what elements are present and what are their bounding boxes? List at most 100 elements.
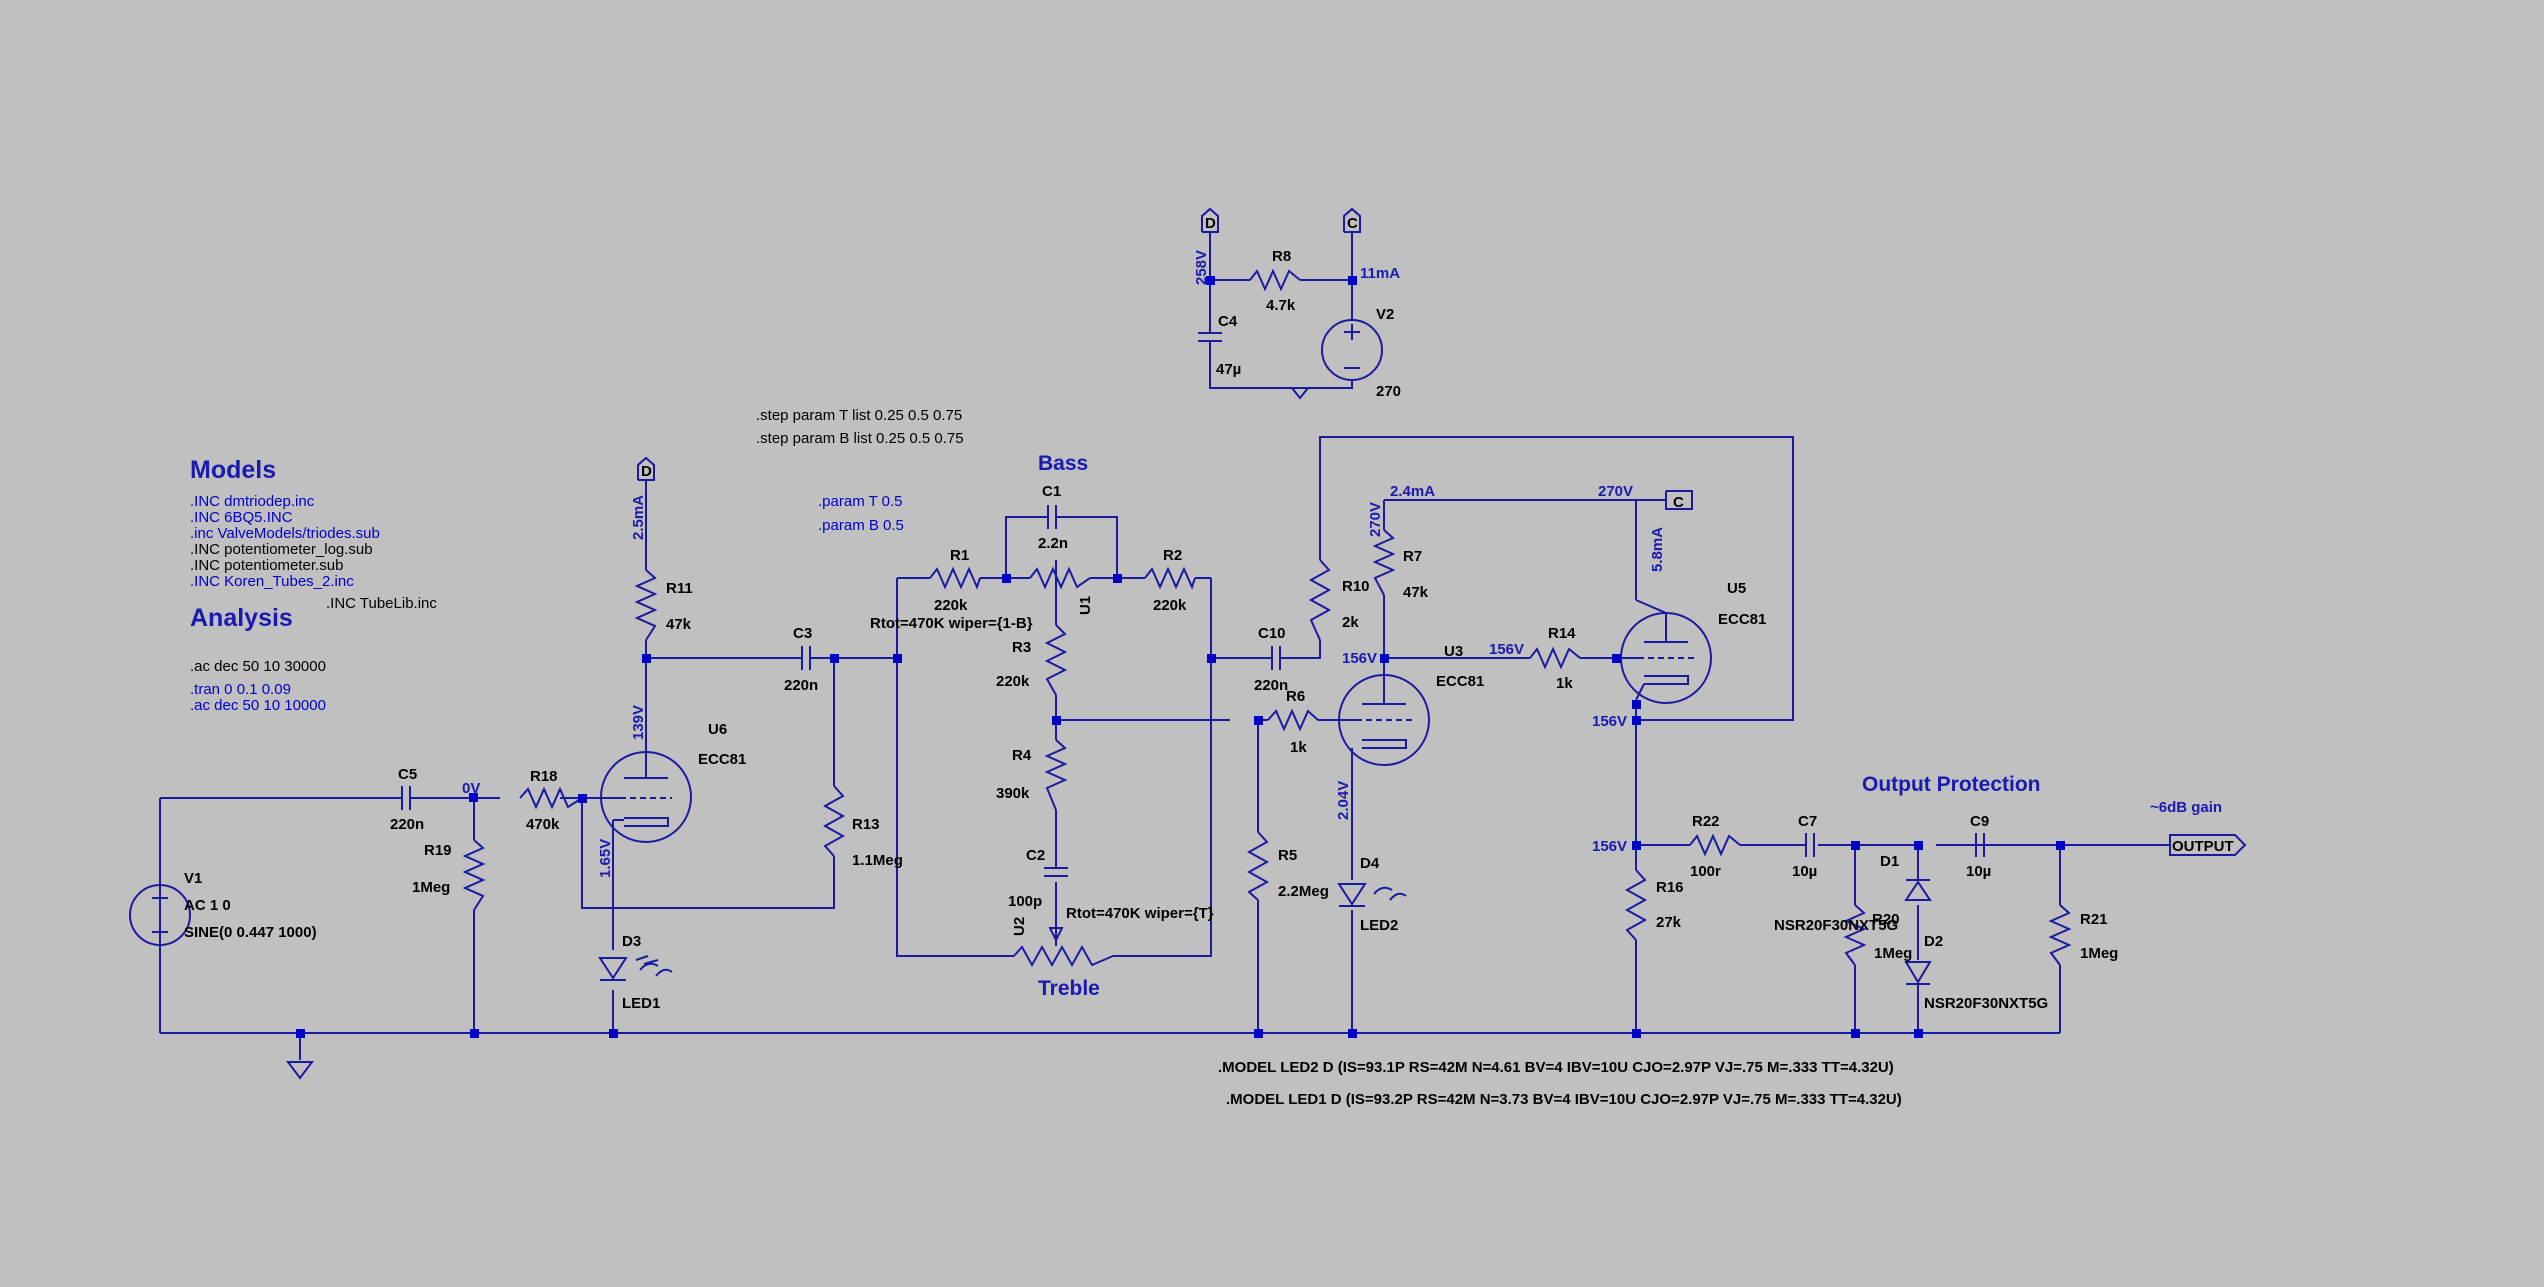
include-line: .INC 6BQ5.INC: [190, 509, 293, 526]
r19-value: 1Meg: [412, 879, 450, 896]
c7-value: 10µ: [1792, 863, 1817, 880]
analysis-cmd: .ac dec 50 10 30000: [190, 658, 326, 675]
c3-ref: C3: [793, 625, 812, 642]
c4-ref: C4: [1218, 313, 1238, 330]
c4-value: 47µ: [1216, 361, 1241, 378]
r6-value: 1k: [1290, 739, 1307, 756]
op-voltage: 0V: [462, 780, 480, 797]
u6-value: ECC81: [698, 751, 746, 768]
r13-value: 1.1Meg: [852, 852, 903, 869]
r3-ref: R3: [1012, 639, 1031, 656]
diodes: [598, 879, 1932, 985]
r18-ref: R18: [530, 768, 558, 785]
op-voltage: 156V: [1592, 713, 1627, 730]
r7-body: [1372, 529, 1396, 596]
r2-ref: R2: [1163, 547, 1182, 564]
op-current: 2.4mA: [1390, 483, 1435, 500]
r4-body: [1044, 739, 1068, 811]
output-protection-heading: Output Protection: [1862, 773, 2040, 796]
r13-ref: R13: [852, 816, 880, 833]
r22-ref: R22: [1692, 813, 1720, 830]
r14-ref: R14: [1548, 625, 1576, 642]
r14-body: [1529, 646, 1581, 670]
include-line: .INC dmtriodep.inc: [190, 493, 315, 510]
r16-value: 27k: [1656, 914, 1682, 931]
c2-ref: C2: [1026, 847, 1045, 864]
op-voltage: 270V: [1598, 483, 1633, 500]
r3-body: [1044, 624, 1068, 696]
r16-ref: R16: [1656, 879, 1684, 896]
r14-value: 1k: [1556, 675, 1573, 692]
r3-value: 220k: [996, 673, 1030, 690]
port-flags: [637, 207, 2247, 856]
u5-value: ECC81: [1718, 611, 1766, 628]
bass-label: Bass: [1038, 452, 1088, 475]
port-c-label: C: [1673, 494, 1684, 511]
u2-pot-body: [1013, 944, 1114, 968]
op-voltage: 258V: [1193, 250, 1210, 285]
param-directive: .param B 0.5: [818, 517, 904, 534]
u6-ref: U6: [708, 721, 727, 738]
r7-value: 47k: [1403, 584, 1429, 601]
v1-ac: AC 1 0: [184, 897, 231, 914]
r10-ref: R10: [1342, 578, 1370, 595]
triode-tubes: [600, 599, 1712, 843]
component-labels: R1 220k R2 220k R3 220k R4 390k R5 2.2Me…: [184, 248, 2118, 1012]
include-line: .INC potentiometer_log.sub: [190, 541, 373, 558]
d2-ref: D2: [1924, 933, 1943, 950]
ground-symbol: [286, 1061, 314, 1080]
d1-value: NSR20F30NXT5G: [1774, 917, 1898, 934]
r20-value: 1Meg: [1874, 945, 1912, 962]
c2-value: 100p: [1008, 893, 1042, 910]
d4-ref: D4: [1360, 855, 1380, 872]
c7-ref: C7: [1798, 813, 1817, 830]
r20-ref: R20: [1872, 911, 1900, 928]
u2-value: Rtot=470K wiper={T}: [1066, 905, 1214, 922]
treble-label: Treble: [1038, 977, 1100, 1000]
analysis-heading: Analysis: [190, 604, 293, 632]
model-directive: .MODEL LED2 D (IS=93.1P RS=42M N=4.61 BV…: [1218, 1059, 1894, 1076]
op-voltage: 2.04V: [1335, 781, 1352, 820]
op-current: 11mA: [1360, 265, 1400, 282]
u3-value: ECC81: [1436, 673, 1484, 690]
c10-value: 220n: [1254, 677, 1288, 694]
model-directive: .MODEL LED1 D (IS=93.2P RS=42M N=3.73 BV…: [1226, 1091, 1902, 1108]
c1-value: 2.2n: [1038, 535, 1068, 552]
v1-sine: SINE(0 0.447 1000): [184, 924, 317, 941]
d3-ref: D3: [622, 933, 641, 950]
r21-ref: R21: [2080, 911, 2108, 928]
r19-ref: R19: [424, 842, 452, 859]
u1-pot-body: [1029, 566, 1091, 590]
r19-body: [462, 839, 486, 911]
r5-ref: R5: [1278, 847, 1297, 864]
r1-value: 220k: [934, 597, 968, 614]
r16-body: [1624, 869, 1648, 941]
c5-ref: C5: [398, 766, 417, 783]
d3-value: LED1: [622, 995, 660, 1012]
r2-value: 220k: [1153, 597, 1187, 614]
r8-body: [1249, 268, 1301, 292]
r6-ref: R6: [1286, 688, 1305, 705]
include-line: .inc ValveModels/triodes.sub: [190, 525, 380, 542]
op-voltage: 1.65V: [597, 839, 614, 878]
junction-dots: [296, 276, 2065, 1038]
capacitors: [380, 332, 1985, 877]
param-directive: .param T 0.5: [818, 493, 903, 510]
r18-value: 470k: [526, 816, 560, 833]
port-c-label: C: [1347, 215, 1358, 232]
d4-value: LED2: [1360, 917, 1398, 934]
r11-value: 47k: [666, 616, 692, 633]
port-d-label: D: [641, 463, 652, 480]
r5-body: [1246, 831, 1270, 901]
u2-wiper: [1048, 927, 1064, 946]
r5-value: 2.2Meg: [1278, 883, 1329, 900]
op-voltage: 270V: [1367, 502, 1384, 537]
resistor-zigzags: [462, 268, 2072, 968]
v1-ref: V1: [184, 870, 202, 887]
operating-point-labels: 258V 11mA 2.5mA 139V 1.65V 0V 2.4mA 270V…: [462, 250, 1666, 878]
include-line: .INC potentiometer.sub: [190, 557, 343, 574]
op-current: 2.5mA: [630, 495, 647, 540]
d1-ref: D1: [1880, 853, 1899, 870]
c5-value: 220n: [390, 816, 424, 833]
